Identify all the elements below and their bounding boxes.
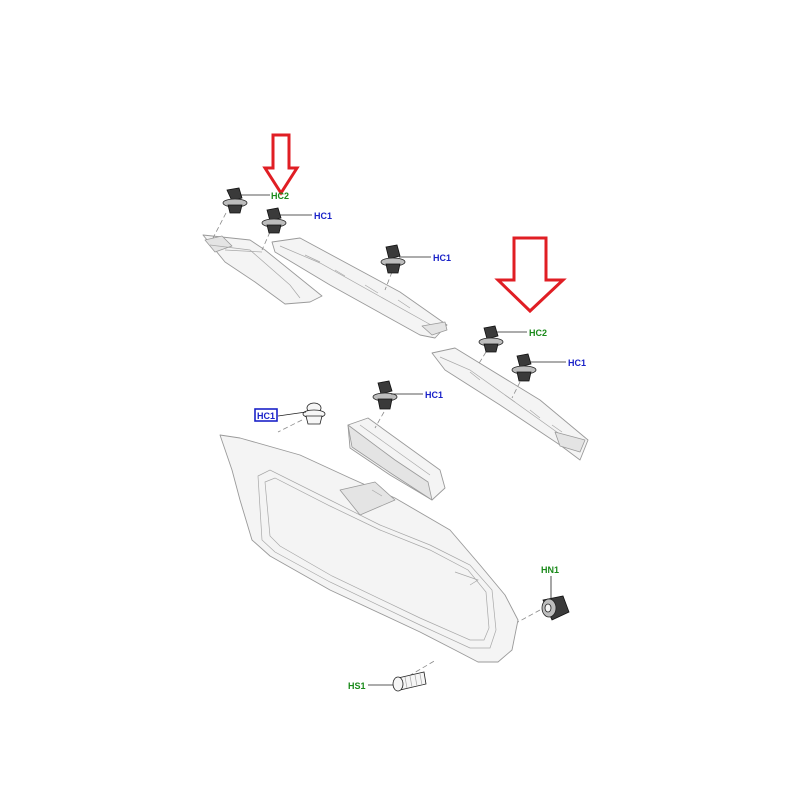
callout-hn1: HN1 xyxy=(541,565,559,575)
red-down-arrow-icon xyxy=(262,133,300,196)
upper-left-trim-panel xyxy=(202,234,323,305)
callout-labels: HC2 HC1 HC1 HC2 HC1 HC1 HC1 HN1 HS1 xyxy=(254,191,586,691)
clip-hc1-a-icon xyxy=(261,207,287,234)
callout-hc1-c: HC1 xyxy=(568,358,586,368)
callout-hc2-top: HC2 xyxy=(271,191,289,201)
screw-hs1-icon xyxy=(392,671,427,692)
callout-hc1-boxed: HC1 xyxy=(257,411,275,421)
clip-hc1-c-icon xyxy=(511,353,537,382)
callout-hs1: HS1 xyxy=(348,681,366,691)
large-lower-trim-panel xyxy=(219,434,519,663)
clip-hc1-d-icon xyxy=(372,380,398,410)
clip-hc1-b-icon xyxy=(380,244,406,274)
right-trim-strip xyxy=(431,347,589,461)
nut-hn1-icon xyxy=(541,595,570,621)
callout-hc1-boxed-frame xyxy=(254,408,278,422)
callout-hc1-d: HC1 xyxy=(425,390,443,400)
red-down-arrow-icon xyxy=(494,236,567,314)
leader-lines xyxy=(240,194,566,686)
clip-hc2-top-icon xyxy=(222,187,248,214)
clip-hc2-right-icon xyxy=(478,325,504,353)
upper-long-trim-strip xyxy=(271,237,448,339)
alignment-lines xyxy=(212,212,541,681)
callout-hc1-b: HC1 xyxy=(433,253,451,263)
callout-hc2-right: HC2 xyxy=(529,328,547,338)
callout-hc1-a: HC1 xyxy=(314,211,332,221)
middle-bracket xyxy=(347,417,446,501)
clip-hc1-boxed-icon xyxy=(302,402,326,425)
